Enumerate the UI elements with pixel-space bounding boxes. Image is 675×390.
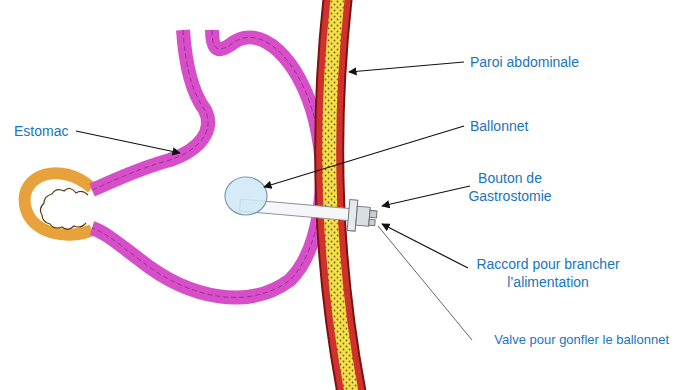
organ-label: Estomac — [14, 122, 68, 140]
part-label: Paroi abdominale — [470, 53, 579, 71]
leader-arrow — [349, 62, 464, 72]
leader-arrow — [76, 131, 180, 153]
feeding-connector — [369, 210, 377, 218]
balloon — [225, 177, 267, 215]
stomach-greater-curvature — [92, 30, 322, 297]
leader-line — [378, 226, 472, 340]
stomach-mucosa-line — [92, 30, 208, 190]
pylorus-folds — [40, 188, 88, 229]
part-label: Bouton de Gastrostomie — [455, 169, 565, 205]
abdominal-wall-fat — [329, 0, 352, 390]
stomach-lesser-curvature — [92, 30, 208, 190]
part-label: Raccord pour brancher l’alimentation — [468, 255, 628, 291]
part-label: Valve pour gonfler le ballonnet — [494, 331, 669, 349]
leader-arrow — [382, 186, 470, 206]
balloon-valve — [369, 219, 376, 226]
pylorus — [25, 173, 92, 235]
abdominal-wall-outer — [329, 0, 352, 390]
leader-arrow — [264, 126, 464, 187]
abdominal-wall-muscle — [329, 0, 352, 390]
part-label: Ballonnet — [470, 117, 528, 135]
stomach-mucosa-line — [92, 30, 322, 297]
button-body — [356, 206, 371, 226]
stomach-lumen — [92, 30, 322, 297]
